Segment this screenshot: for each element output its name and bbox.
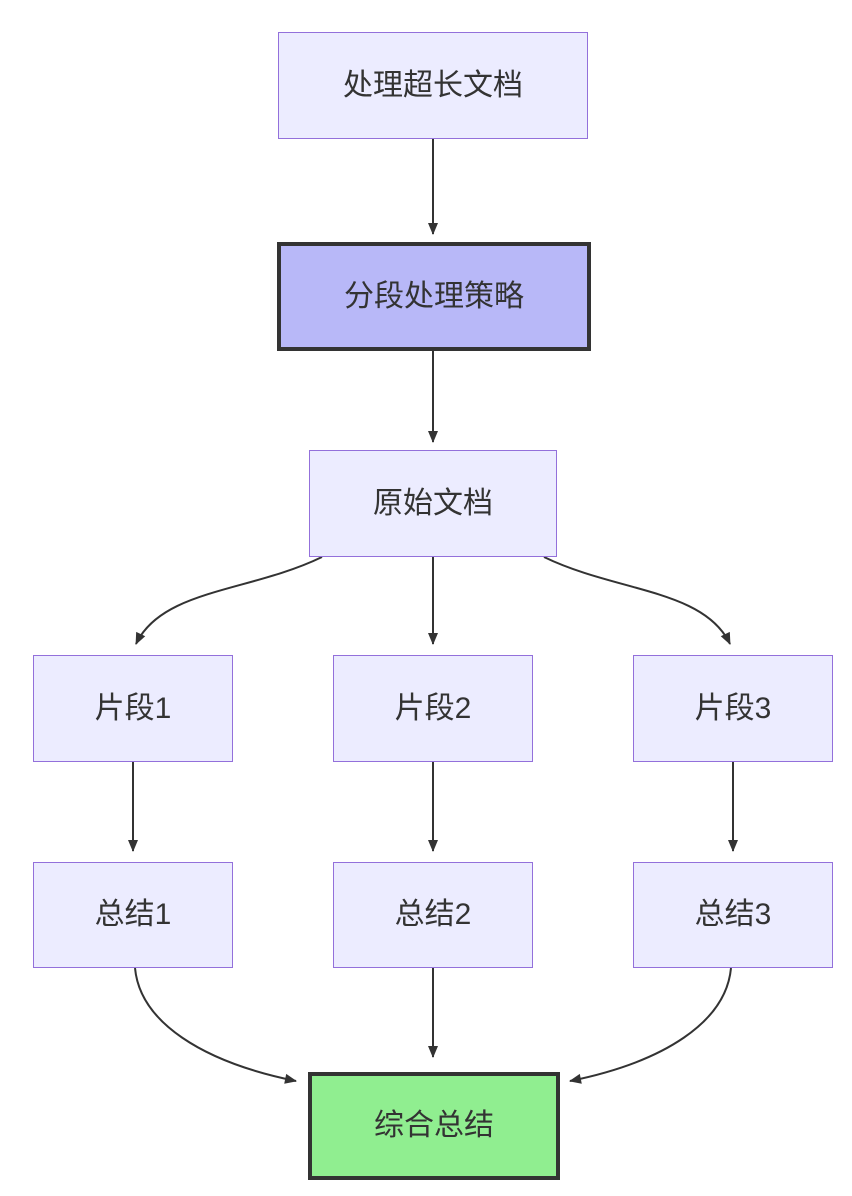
node-original-document: 原始文档 [309,450,557,557]
node-fragment-2: 片段2 [333,655,533,762]
edge-summary3-to-final [569,967,732,1084]
edge-original-to-fragment3 [543,556,731,645]
node-comprehensive-summary: 综合总结 [308,1072,560,1180]
node-fragment-1: 片段1 [33,655,233,762]
edge-original-to-fragment1 [135,556,323,645]
node-summary-1: 总结1 [33,862,233,968]
node-summary-3: 总结3 [633,862,833,968]
edge-summary1-to-final [134,967,297,1084]
node-process-long-document: 处理超长文档 [278,32,588,139]
node-summary-2: 总结2 [333,862,533,968]
node-segmented-processing-strategy: 分段处理策略 [277,242,591,351]
node-fragment-3: 片段3 [633,655,833,762]
